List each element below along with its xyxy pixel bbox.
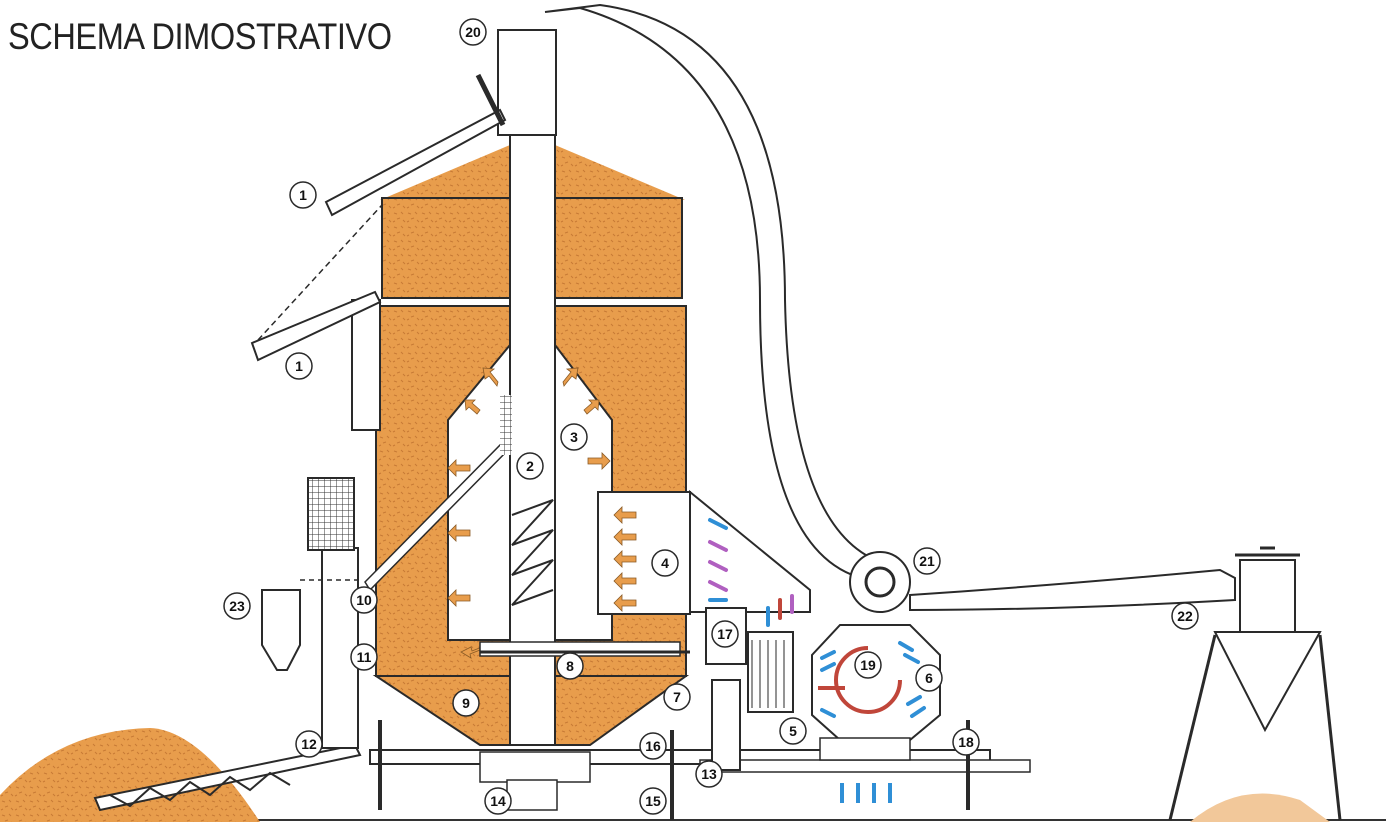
silo-top-grain — [380, 145, 510, 200]
heat-exchanger — [747, 631, 794, 713]
callout-19-text: 19 — [860, 657, 876, 673]
lower-chute-link — [257, 204, 383, 341]
callout-23: 23 — [223, 592, 251, 620]
callout-6: 6 — [915, 664, 943, 692]
callout-4-text: 4 — [661, 555, 669, 571]
callout-16-text: 16 — [645, 738, 661, 754]
callout-10-text: 10 — [356, 592, 372, 608]
callout-9: 9 — [452, 689, 480, 717]
burner-unit — [705, 607, 941, 741]
callout-15: 15 — [639, 787, 667, 815]
central-auger-spiral — [511, 499, 554, 606]
upper-chute — [324, 108, 507, 217]
silo-top-grain-right — [555, 145, 685, 200]
callout-13-text: 13 — [701, 766, 717, 782]
callout-5-text: 5 — [789, 723, 797, 739]
callout-14-text: 14 — [490, 793, 506, 809]
callout-18: 18 — [952, 728, 980, 756]
callout-2: 2 — [516, 452, 544, 480]
callout-14: 14 — [484, 787, 512, 815]
callout-9-text: 9 — [462, 695, 470, 711]
callout-15-text: 15 — [645, 793, 661, 809]
callout-5: 5 — [779, 717, 807, 745]
callout-4: 4 — [651, 549, 679, 577]
callout-17-text: 17 — [717, 626, 733, 642]
base-extension — [699, 759, 1031, 773]
pulley-stack — [711, 679, 741, 771]
flame-ring — [834, 646, 902, 714]
callout-12: 12 — [295, 730, 323, 758]
callout-13: 13 — [695, 760, 723, 788]
airflow-arrows-orange — [447, 367, 637, 659]
callout-1b-text: 1 — [295, 358, 303, 374]
grain-pile-left — [0, 728, 260, 822]
hot-air-inlet-box — [597, 491, 691, 615]
mixing-hood — [689, 489, 811, 613]
callout-19: 19 — [854, 651, 882, 679]
callout-7: 7 — [663, 683, 691, 711]
diagram-title: SCHEMA DIMOSTRATIVO — [8, 16, 392, 57]
callout-3: 3 — [560, 423, 588, 451]
gearbox — [819, 737, 911, 761]
callout-22-text: 22 — [1177, 608, 1193, 624]
sampling-screen — [500, 395, 512, 455]
callout-3-text: 3 — [570, 429, 578, 445]
callout-1b: 1 — [285, 352, 313, 380]
callout-12-text: 12 — [301, 736, 317, 752]
callout-8: 8 — [556, 652, 584, 680]
elevator-screen — [307, 477, 355, 551]
callout-2-text: 2 — [526, 458, 534, 474]
callout-1a: 1 — [289, 181, 317, 209]
cool-air-intake — [840, 783, 892, 803]
callout-20: 20 — [459, 18, 487, 46]
callout-11: 11 — [350, 643, 378, 671]
fan-rotor — [864, 566, 896, 598]
lower-chute — [250, 290, 382, 362]
callout-16: 16 — [639, 732, 667, 760]
callout-10: 10 — [350, 586, 378, 614]
cyclone — [1168, 546, 1342, 821]
callout-6-text: 6 — [925, 670, 933, 686]
top-head — [497, 29, 557, 136]
callout-21-text: 21 — [919, 553, 935, 569]
callout-17: 17 — [711, 620, 739, 648]
callout-18-text: 18 — [958, 734, 974, 750]
loading-elevator — [321, 547, 359, 749]
callout-11-text: 11 — [357, 649, 372, 665]
airflow-arrows-mixed — [708, 518, 794, 627]
callout-1a-text: 1 — [299, 187, 307, 203]
callout-21: 21 — [913, 547, 941, 575]
callout-20-text: 20 — [465, 24, 481, 40]
callout-8-text: 8 — [566, 658, 574, 674]
cyclone-duct — [909, 568, 1236, 612]
discharge-plate — [479, 641, 681, 657]
callout-23-text: 23 — [229, 598, 245, 614]
grain-pile-right — [1190, 793, 1330, 822]
callout-22: 22 — [1171, 602, 1199, 630]
side-panel — [351, 299, 381, 431]
sampler-cone — [261, 589, 301, 671]
chute-gate — [475, 73, 506, 127]
callout-7-text: 7 — [673, 689, 681, 705]
